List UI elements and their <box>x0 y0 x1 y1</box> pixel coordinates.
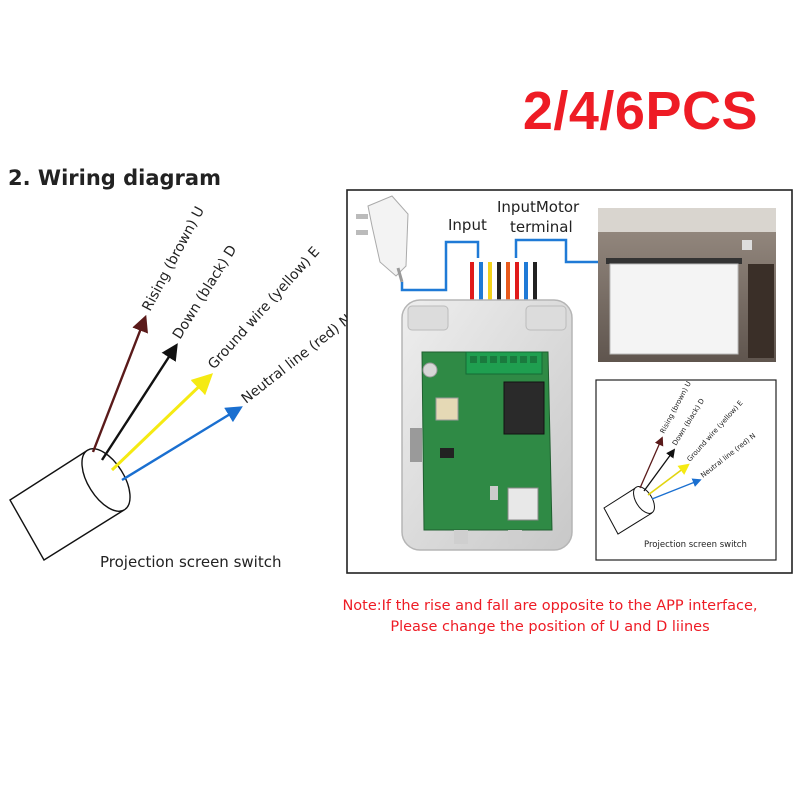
wire-black <box>100 343 178 461</box>
wire-yellow <box>110 373 214 472</box>
note-line-2: Please change the position of U and D li… <box>390 619 710 635</box>
switch-label: Projection screen switch <box>100 553 281 571</box>
switch-cylinder <box>9 448 131 561</box>
inset-switch-label: Projection screen switch <box>644 540 747 550</box>
inset-wiring-diagram: Rising (brown) U Down (black) D Ground w… <box>595 379 777 561</box>
motor-terminal-label-line1: InputMotor <box>497 198 580 216</box>
wire-brown <box>91 314 148 453</box>
screen-cable <box>514 238 612 264</box>
power-plug-icon <box>356 195 409 283</box>
power-cable <box>400 240 480 292</box>
input-terminal-label: Input <box>448 216 487 234</box>
note-line-1: Note:If the rise and fall are opposite t… <box>342 598 758 614</box>
motor-terminal-label-line2: terminal <box>510 218 573 236</box>
left-wiring-diagram: Rising (brown) U Down (black) D Ground w… <box>9 204 355 571</box>
projection-screen-photo <box>598 208 776 362</box>
section-title: 2. Wiring diagram <box>8 166 221 190</box>
controller-device <box>401 299 573 551</box>
quantity-badge: 2/4/6PCS <box>522 81 758 141</box>
wire-blue <box>121 406 243 482</box>
wiring-note: Note:If the rise and fall are opposite t… <box>300 596 800 638</box>
